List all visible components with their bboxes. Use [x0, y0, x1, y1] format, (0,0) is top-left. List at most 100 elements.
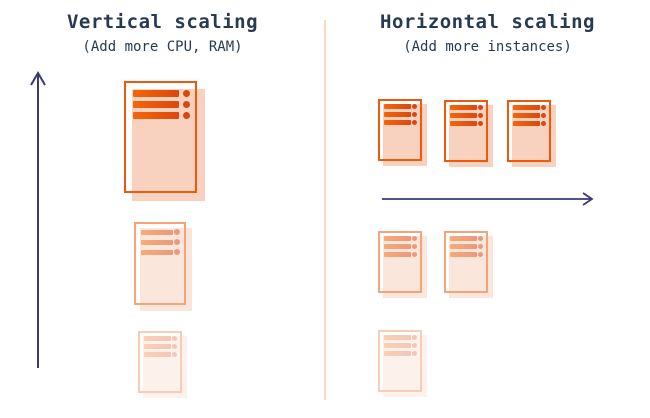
server-slot-row	[450, 121, 483, 126]
server-led-dot	[478, 113, 483, 118]
server-icon	[378, 99, 427, 166]
server-led-dot	[174, 239, 180, 245]
server-icon	[378, 330, 427, 397]
server-face	[378, 99, 422, 161]
server-face	[507, 100, 551, 162]
server-slot-row	[450, 113, 483, 118]
server-slot-row	[450, 236, 483, 241]
server-slot-row	[450, 244, 483, 249]
server-face	[444, 231, 488, 293]
server-led-dot	[412, 244, 417, 249]
panel-divider	[324, 20, 326, 400]
server-bar	[450, 105, 477, 110]
server-slot-row	[141, 249, 180, 255]
server-slot-row	[384, 335, 417, 340]
server-bar	[384, 236, 411, 241]
server-bar	[141, 229, 173, 235]
server-slot-row	[384, 343, 417, 348]
server-led-dot	[412, 104, 417, 109]
server-slot-row	[384, 236, 417, 241]
up-arrow-icon	[30, 71, 46, 368]
server-bar	[384, 112, 411, 117]
server-slot-row	[450, 252, 483, 257]
right-panel-subtitle: (Add more instances)	[403, 39, 572, 55]
server-shadow-layer	[383, 335, 427, 397]
server-bar	[513, 105, 540, 110]
server-slot-row	[141, 229, 180, 235]
server-led-dot	[478, 244, 483, 249]
server-bar	[450, 113, 477, 118]
left-panel-subtitle: (Add more CPU, RAM)	[82, 39, 243, 55]
server-led-dot	[172, 352, 177, 357]
server-slot-row	[144, 352, 177, 357]
server-led-dot	[541, 121, 546, 126]
server-bar	[450, 244, 477, 249]
server-bar	[144, 336, 171, 341]
server-bar	[450, 252, 477, 257]
server-slot-row	[513, 105, 546, 110]
server-bar	[384, 351, 411, 356]
server-led-dot	[412, 335, 417, 340]
server-led-dot	[412, 120, 417, 125]
server-icon	[134, 222, 192, 311]
server-led-dot	[412, 252, 417, 257]
server-icon	[444, 100, 493, 167]
server-slot-row	[144, 344, 177, 349]
server-slot-row	[384, 112, 417, 117]
server-slot-row	[513, 121, 546, 126]
server-slot-row	[141, 239, 180, 245]
server-bar	[513, 113, 540, 118]
server-face	[378, 231, 422, 293]
server-slot-row	[384, 244, 417, 249]
server-led-dot	[183, 112, 190, 119]
server-face	[378, 330, 422, 392]
server-slot-row	[133, 90, 190, 97]
server-led-dot	[174, 229, 180, 235]
server-bar	[384, 252, 411, 257]
server-slot-row	[384, 104, 417, 109]
server-led-dot	[183, 101, 190, 108]
server-led-dot	[541, 113, 546, 118]
server-bar	[144, 352, 171, 357]
server-bar	[141, 239, 173, 245]
server-slot-row	[384, 120, 417, 125]
server-bar	[384, 104, 411, 109]
server-bar	[450, 236, 477, 241]
server-led-dot	[478, 121, 483, 126]
server-bar	[384, 343, 411, 348]
server-face	[124, 81, 197, 193]
server-slot-row	[144, 336, 177, 341]
server-icon	[507, 100, 556, 167]
server-slot-row	[133, 101, 190, 108]
server-led-dot	[174, 249, 180, 255]
server-led-dot	[478, 236, 483, 241]
server-bar	[450, 121, 477, 126]
server-led-dot	[541, 105, 546, 110]
server-led-dot	[478, 105, 483, 110]
server-bar	[384, 120, 411, 125]
server-bar	[384, 335, 411, 340]
server-led-dot	[412, 343, 417, 348]
server-slot-row	[384, 252, 417, 257]
server-led-dot	[183, 90, 190, 97]
server-face	[444, 100, 488, 162]
server-slot-row	[513, 113, 546, 118]
server-bar	[133, 112, 179, 119]
right-panel-title: Horizontal scaling	[380, 11, 595, 33]
server-bar	[513, 121, 540, 126]
server-bar	[141, 249, 173, 255]
server-slot-row	[450, 105, 483, 110]
server-bar	[133, 90, 179, 97]
server-icon	[138, 331, 187, 398]
right-arrow-icon	[382, 192, 594, 206]
server-bar	[384, 244, 411, 249]
server-slot-row	[133, 112, 190, 119]
server-led-dot	[172, 336, 177, 341]
server-led-dot	[478, 252, 483, 257]
server-led-dot	[412, 236, 417, 241]
server-led-dot	[412, 112, 417, 117]
server-face	[138, 331, 182, 393]
server-icon	[444, 231, 493, 298]
server-icon	[124, 81, 205, 201]
